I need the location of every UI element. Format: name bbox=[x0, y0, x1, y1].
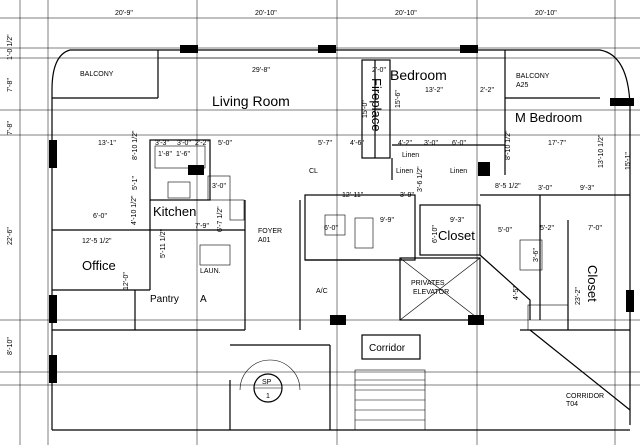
dim-7-9: 7'-9" bbox=[195, 223, 209, 230]
dim-mbed-17-7: 17'-7" bbox=[548, 140, 566, 147]
dim-5-7: 5'-7" bbox=[318, 140, 332, 147]
balcony-left-label: BALCONY bbox=[80, 71, 114, 78]
dim-6-10: 6'-10" bbox=[432, 225, 439, 243]
dim-5-0b: 5'-0" bbox=[498, 227, 512, 234]
dim-right-1: 13'-10 1/2" bbox=[598, 134, 605, 168]
dim-bed-width: 13'-2" bbox=[425, 87, 443, 94]
dim-top-4: 20'-10" bbox=[535, 10, 557, 17]
dim-left-2: 7'-8" bbox=[7, 78, 14, 92]
ac-label: A/C bbox=[316, 288, 328, 295]
dim-bed-15-0: 15'-0" bbox=[362, 100, 369, 118]
dim-mbed-8-10: 8'-10 1/2" bbox=[505, 130, 512, 160]
corridor-label: Corridor bbox=[369, 343, 406, 354]
elevator-label-2: ELEVATOR bbox=[413, 289, 449, 296]
dim-12-0: 12'-0" bbox=[123, 272, 130, 290]
dim-left-4: 22'-6" bbox=[7, 227, 14, 245]
linen-2-label: Linen bbox=[450, 168, 467, 175]
dim-5-2: 5'-2" bbox=[540, 225, 554, 232]
room-labels: BALCONY BALCONY A25 Living Room Bedroom … bbox=[80, 67, 604, 408]
dim-3-6b: 3'-6" bbox=[533, 248, 540, 262]
walls bbox=[51, 49, 631, 431]
dim-left-1: 1'-0 1/2" bbox=[7, 34, 14, 60]
dim-9-3: 9'-3" bbox=[580, 185, 594, 192]
dim-13-1: 13'-1" bbox=[98, 140, 116, 147]
dim-6-0b: 6'-0" bbox=[93, 213, 107, 220]
dim-3-0d: 3'-0" bbox=[212, 183, 226, 190]
dim-9-3b: 9'-3" bbox=[450, 217, 464, 224]
balcony-right-label: BALCONY bbox=[516, 73, 550, 80]
dim-9-9: 9'-9" bbox=[380, 217, 394, 224]
living-room-label: Living Room bbox=[212, 93, 290, 109]
laundry-label: LAUN. bbox=[200, 268, 221, 275]
dim-4-10: 4'-10 1/2" bbox=[131, 195, 138, 225]
foyer-code: A01 bbox=[258, 237, 271, 244]
stair-sp-label: SP bbox=[262, 379, 272, 386]
balcony-right-code: A25 bbox=[516, 82, 529, 89]
corridor-code-2: T04 bbox=[566, 401, 578, 408]
m-bedroom-label: M Bedroom bbox=[515, 110, 582, 125]
corridor-code-1: CORRIDOR bbox=[566, 393, 604, 400]
dim-6-0: 6'-0" bbox=[452, 140, 466, 147]
dim-6-7: 6'-7 1/2" bbox=[217, 206, 224, 232]
linen-1-label: Linen bbox=[402, 152, 419, 159]
corridor-box bbox=[361, 334, 421, 360]
dim-bed-2-2: 2'-2" bbox=[480, 87, 494, 94]
linen-3-label: Linen bbox=[396, 168, 413, 175]
dim-left-3: 7'-8" bbox=[7, 121, 14, 135]
bedroom-label: Bedroom bbox=[390, 67, 447, 83]
dim-3-0c: 3'-0" bbox=[538, 185, 552, 192]
dim-top-1: 20'-9" bbox=[115, 10, 133, 17]
dim-4-6: 4'-6" bbox=[350, 140, 364, 147]
closet-center-label: Closet bbox=[438, 228, 475, 243]
pantry-label: Pantry bbox=[150, 294, 179, 305]
dim-bed-15-6: 15'-6" bbox=[395, 90, 402, 108]
dim-5-0: 5'-0" bbox=[218, 140, 232, 147]
closet-right-label: Closet bbox=[585, 265, 600, 302]
dim-1-6: 1'-6" bbox=[176, 151, 190, 158]
office-label: Office bbox=[82, 258, 116, 273]
dim-12-5: 12'-5 1/2" bbox=[82, 238, 112, 245]
pantry-a-label: A bbox=[200, 294, 207, 305]
dim-23-2: 23'-2" bbox=[575, 287, 582, 305]
dim-living-width: 29'-8" bbox=[252, 67, 270, 74]
dim-3-3: 3'-3" bbox=[155, 140, 169, 147]
dim-3-0a: 3'-0" bbox=[177, 140, 191, 147]
kitchen-label: Kitchen bbox=[153, 204, 196, 219]
dim-2-2: 2'-2" bbox=[195, 140, 209, 147]
stair-num-label: 1 bbox=[266, 393, 270, 400]
dim-bed-2-0: 2'-0" bbox=[372, 67, 386, 74]
dim-5-1: 5'-1" bbox=[132, 176, 139, 190]
dim-12-11: 12'-11" bbox=[342, 192, 364, 199]
dim-7-0: 7'-0" bbox=[588, 225, 602, 232]
dim-3-6: 3'-6 1/2" bbox=[417, 166, 424, 192]
fireplace-label: Fireplace bbox=[369, 78, 384, 131]
dim-4-2: 4'-2" bbox=[398, 140, 412, 147]
dimension-labels: 20'-9" 20'-10" 20'-10" 20'-10" 1'-0 1/2"… bbox=[7, 10, 632, 355]
dim-left-5: 8'-10" bbox=[7, 337, 14, 355]
dim-3-9: 3'-9" bbox=[400, 192, 414, 199]
dim-right-2: 15'-1" bbox=[625, 152, 632, 170]
dim-3-0b: 3'-0" bbox=[424, 140, 438, 147]
elevator-label-1: PRIVATES bbox=[411, 280, 445, 287]
dim-1-8: 1'-8" bbox=[158, 151, 172, 158]
dim-top-3: 20'-10" bbox=[395, 10, 417, 17]
foyer-label: FOYER bbox=[258, 228, 282, 235]
dim-top-2: 20'-10" bbox=[255, 10, 277, 17]
cl-label: CL bbox=[309, 168, 318, 175]
dim-4-5: 4'-5" bbox=[513, 286, 520, 300]
dim-8-10: 8'-10 1/2" bbox=[132, 130, 139, 160]
windows bbox=[49, 45, 634, 383]
dim-6-0c: 6'-0" bbox=[324, 225, 338, 232]
dim-8-5: 8'-5 1/2" bbox=[495, 183, 521, 190]
dim-5-11: 5'-11 1/2" bbox=[160, 228, 167, 258]
